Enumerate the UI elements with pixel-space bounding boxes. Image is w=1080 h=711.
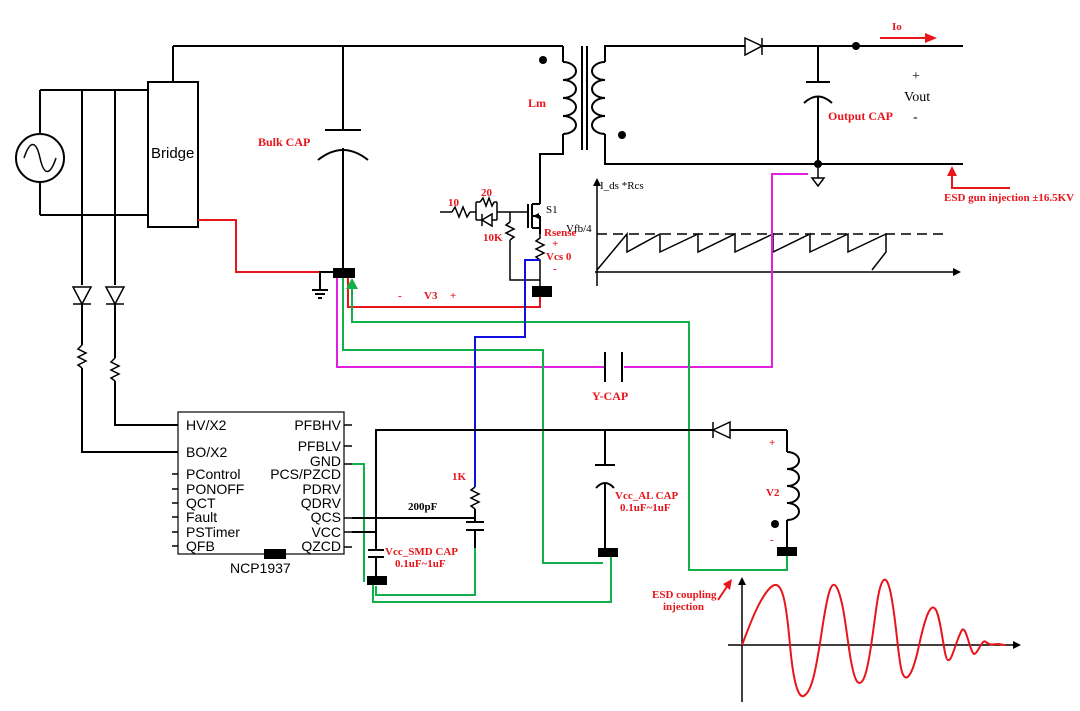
secondary-winding [591, 45, 963, 165]
v3-plus: + [450, 290, 456, 302]
qcs-filter: 1K 200pF [352, 471, 484, 548]
vcc-al-cap-value: 0.1uF~1uF [620, 502, 671, 514]
aux-diode [711, 420, 787, 440]
pin-pcontrol: PControl [186, 466, 240, 482]
pin-pstimer: PSTimer [186, 524, 240, 540]
mosfet-s1: S1 [527, 196, 558, 234]
cs-blue-path [474, 259, 540, 487]
pin-qfb: QFB [186, 538, 215, 554]
vout-plus: + [912, 69, 920, 84]
al-cap-pad [598, 548, 618, 557]
vcc-smd-cap: Vcc_SMD CAP 0.1uF~1uF [368, 532, 458, 576]
primary-winding: Lm [528, 45, 577, 196]
gnd-green-path [352, 463, 365, 582]
vout-minus: - [913, 110, 918, 125]
red-return-path [198, 219, 340, 273]
lm-label: Lm [528, 96, 546, 110]
bulk-cap: Bulk CAP [258, 46, 369, 268]
output-cap: Output CAP [803, 46, 893, 188]
r10-label: 10 [448, 197, 460, 209]
bridge-rectifier: Bridge [147, 81, 199, 228]
ac-source [15, 89, 148, 216]
io-arrow: Io [880, 21, 937, 43]
ycap-path-right [624, 173, 808, 368]
pin-qcs: QCS [311, 509, 341, 525]
rsense-minus: - [553, 263, 557, 275]
pin-qzcd: QZCD [301, 538, 341, 554]
qcs-cap-green-path [375, 548, 476, 596]
rsense: Rsense + Vcs 0 - [534, 227, 577, 287]
bulk-node-pad [333, 268, 355, 278]
gate-drive-network: 10 20 10K [440, 187, 540, 281]
pin-hv-x2: HV/X2 [186, 417, 227, 433]
v2-plus: + [769, 437, 775, 449]
smd-green-path [372, 557, 612, 603]
esd-gun-label: ESD gun injection ±16.5KV [944, 192, 1074, 204]
r10k-label: 10K [483, 232, 503, 244]
ncp1937-ic: HV/X2 BO/X2 PControl PONOFF QCT Fault PS… [172, 411, 352, 555]
ycap-path-left [336, 278, 604, 368]
v2-green-path [351, 280, 788, 571]
ids-rcs-label: I_ds *Rcs [600, 180, 644, 192]
v3-minus: - [398, 290, 402, 302]
bridge-label: Bridge [151, 145, 194, 162]
ground-icon [312, 271, 337, 299]
c200pf-label: 200pF [408, 501, 438, 513]
ids-rcs-waveform: I_ds *Rcs Vfb/4 [566, 178, 961, 286]
al-cap-green-path [342, 278, 603, 564]
esd-coupling-waveform: ESD coupling injection [652, 577, 1021, 702]
esd-coupling-label-1: ESD coupling [652, 589, 717, 601]
pin-fault: Fault [186, 509, 217, 525]
aux-winding-v2: + V2 - [766, 430, 800, 548]
pin-vcc: VCC [311, 524, 341, 540]
vout-label: Vout [904, 90, 930, 105]
pin-bo-x2: BO/X2 [186, 444, 227, 460]
rsense-plus: + [552, 238, 558, 250]
vcc-smd-cap-label: Vcc_SMD CAP [385, 546, 458, 558]
vcs0-label: Vcs 0 [546, 251, 572, 263]
ic-pad [264, 549, 286, 559]
v3-label: V3 [424, 290, 438, 302]
ic-name: NCP1937 [230, 560, 291, 576]
pin-qct: QCT [186, 495, 216, 511]
pin-pcs-pzcd: PCS/PZCD [270, 466, 341, 482]
source-pad [532, 286, 552, 297]
pin-qdrv: QDRV [301, 495, 342, 511]
v2-minus: - [770, 534, 774, 546]
vcc-rail [352, 429, 713, 533]
output-diode [744, 36, 963, 57]
esd-coupling-label-2: injection [663, 601, 704, 613]
ycap: Y-CAP [592, 352, 628, 403]
pin-pdrv: PDRV [302, 481, 341, 497]
smd-cap-pad [367, 576, 387, 585]
pin-ponoff: PONOFF [186, 481, 244, 497]
vfb4-label: Vfb/4 [566, 223, 592, 235]
io-label: Io [892, 21, 902, 33]
vcc-smd-cap-value: 0.1uF~1uF [395, 558, 446, 570]
v3-red-path [347, 278, 541, 308]
v2-label: V2 [766, 487, 780, 499]
pin-gnd: GND [310, 453, 341, 469]
ycap-label: Y-CAP [592, 389, 628, 403]
s1-label: S1 [546, 204, 558, 216]
pin-pfbhv: PFBHV [294, 417, 341, 433]
pin-pfblv: PFBLV [298, 438, 342, 454]
vcc-al-cap-label: Vcc_AL CAP [615, 490, 679, 502]
esd-gun-arrow: ESD gun injection ±16.5KV [944, 166, 1074, 204]
v2-pad [777, 547, 797, 556]
r20-label: 20 [481, 187, 493, 199]
output-cap-label: Output CAP [828, 109, 893, 123]
rsense-label: Rsense [544, 227, 577, 239]
vcc-al-cap: Vcc_AL CAP 0.1uF~1uF [595, 430, 679, 548]
bulk-cap-label: Bulk CAP [258, 135, 310, 149]
r1k-label: 1K [452, 471, 467, 483]
x2-sense-diodes [71, 90, 178, 453]
